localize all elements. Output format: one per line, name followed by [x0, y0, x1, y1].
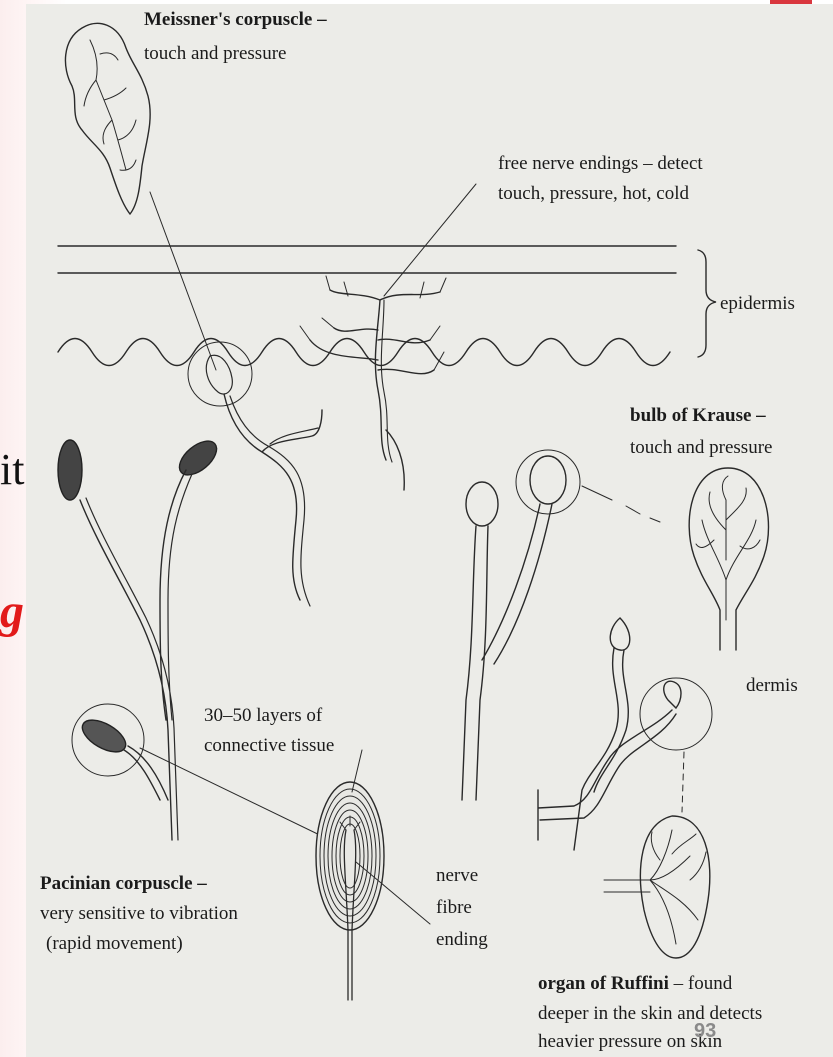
krause-bulb-large	[689, 468, 768, 650]
free-nerve-endings	[310, 290, 440, 490]
free-nerve-label-line1: free nerve endings – detect	[498, 152, 703, 176]
krause-description: touch and pressure	[630, 436, 772, 460]
meissner-in-skin-circle	[188, 342, 252, 406]
krause-dashed-leader	[582, 486, 660, 522]
krause-bulb-small	[466, 482, 498, 526]
nerve-label-line1: nerve	[436, 864, 478, 888]
meissner-nerve-fibre	[224, 394, 322, 600]
ruffini-nerve-upper	[574, 648, 628, 850]
free-nerve-leader-line	[384, 184, 476, 296]
meissner-title: Meissner's corpuscle –	[144, 8, 327, 32]
ruffini-inner-nerves	[604, 830, 706, 944]
pacinian-corpuscle-top-right	[173, 435, 222, 482]
ruffini-nerve-main	[538, 710, 676, 840]
meissner-inner-nerves	[84, 40, 136, 170]
meissner-leader-line	[150, 192, 216, 370]
pacinian-cross-section	[316, 782, 384, 1000]
meissner-description: touch and pressure	[144, 42, 286, 66]
pacinian-nerve-fibres-top	[80, 470, 186, 840]
page-number: 93	[694, 1020, 716, 1043]
krause-nerve-fibre-right	[482, 504, 552, 664]
krause-title: bulb of Krause –	[630, 404, 766, 428]
ruffini-title: organ of Ruffini – found	[538, 972, 732, 996]
krause-nerve-fibre-left	[462, 526, 488, 800]
layers-label-line1: 30–50 layers of	[204, 704, 322, 728]
pacinian-corpuscle-top-left	[58, 440, 82, 500]
ruffini-description-line1: deeper in the skin and detects	[538, 1002, 762, 1026]
nerve-label-line3: ending	[436, 928, 488, 952]
pacinian-description-line1: very sensitive to vibration	[40, 902, 238, 926]
epidermis-label: epidermis	[720, 292, 795, 316]
nerve-label-line2: fibre	[436, 896, 472, 920]
epidermis-wavy-boundary	[58, 339, 670, 366]
free-nerve-label-line2: touch, pressure, hot, cold	[498, 182, 689, 206]
layers-label-line2: connective tissue	[204, 734, 334, 758]
ruffini-bulb-small	[610, 618, 630, 650]
meissner-corpuscle-outline	[65, 23, 150, 214]
krause-inner-nerves	[696, 476, 760, 620]
pacinian-title: Pacinian corpuscle –	[40, 872, 207, 896]
epidermis-bracket	[698, 250, 716, 357]
pacinian-description-line2: (rapid movement)	[46, 932, 183, 956]
pacinian-leader-line	[140, 748, 330, 840]
ruffini-dashed-leader	[682, 752, 684, 812]
dermis-label: dermis	[746, 674, 798, 698]
